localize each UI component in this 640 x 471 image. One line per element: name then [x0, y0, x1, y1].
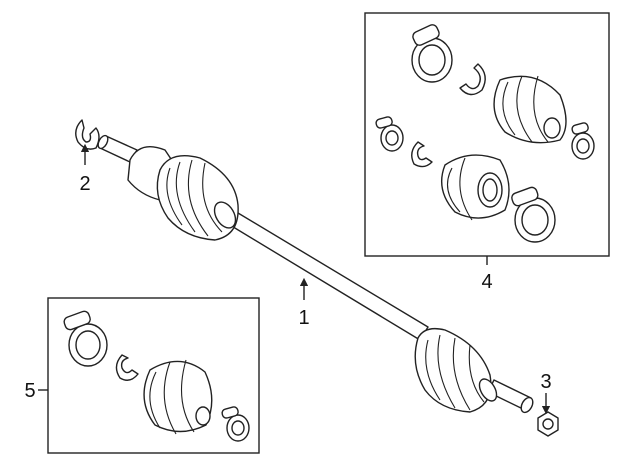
callout-1: 1 — [298, 307, 309, 329]
snap-ring[interactable] — [75, 119, 100, 150]
callout-5: 5 — [24, 380, 35, 402]
axle-shaft[interactable] — [96, 134, 535, 414]
outer-cv-boot[interactable] — [414, 327, 500, 413]
callout-4: 4 — [481, 271, 492, 293]
inner-boot-kit-frame — [47, 297, 260, 454]
callout-2: 2 — [79, 173, 90, 195]
axle-nut[interactable] — [537, 411, 559, 437]
inner-cv-boot[interactable] — [127, 146, 240, 241]
outer-boot-kit-parts[interactable] — [375, 23, 595, 243]
callout-3: 3 — [540, 371, 551, 393]
inner-boot-kit-parts[interactable] — [63, 310, 250, 442]
